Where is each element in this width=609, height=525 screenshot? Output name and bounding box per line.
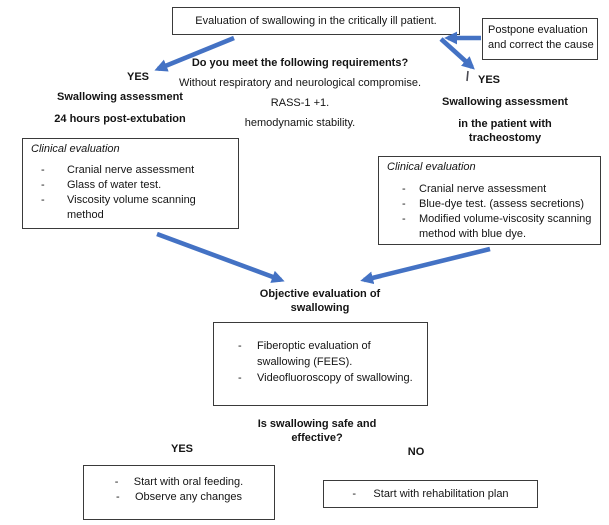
dash-bullet [402,212,411,227]
list-item: Fiberoptic evaluation of [238,338,427,354]
decision-yes-label: YES [170,443,193,455]
requirements-line2: RASS-1 +1. [270,97,330,109]
dash-bullet [115,475,124,490]
objective-heading: Objective evaluation of swallowing [229,287,411,315]
dash-bullet [352,487,361,502]
no-outcome-box: Start with rehabilitation plan [323,480,538,508]
left-heading-line2: 24 hours post-extubation [54,113,186,125]
dash-bullet [41,163,50,178]
dash-bullet [41,208,50,223]
right-heading-line3: tracheostomy [468,132,542,144]
postpone-line2: and correct the cause [488,39,594,51]
arrow-right-clinical-to-objective [360,246,491,285]
list-item: Videofluoroscopy of swallowing. [238,370,427,386]
dash-bullet [238,338,247,354]
decision-no-label: NO [407,446,425,458]
objective-methods-list: Fiberoptic evaluation of swallowing (FEE… [214,323,427,386]
right-heading-line2: in the patient with [458,118,552,130]
decision-question-line1: Is swallowing safe and [257,418,377,430]
requirements-line3: hemodynamic stability. [244,117,356,129]
dash-bullet [238,354,247,370]
left-yes-label: YES [126,71,149,83]
list-item: Cranial nerve assessment [402,182,596,197]
dash-bullet [402,197,411,212]
dash-bullet [41,193,50,208]
arrow-left-clinical-to-objective [156,231,285,283]
dash-bullet [41,178,50,193]
list-item: Start with rehabilitation plan [352,487,508,502]
dash-bullet [402,227,411,242]
left-clinical-title: Clinical evaluation [31,143,120,155]
requirements-line1: Without respiratory and neurological com… [178,77,422,89]
right-yes-label: YES [477,74,500,86]
right-heading-line1: Swallowing assessment [442,96,568,108]
list-item: Glass of water test. [41,178,232,193]
list-item-continuation: method [41,208,232,223]
yes-outcome-list: Start with oral feeding. Observe any cha… [84,466,274,505]
dash-bullet [238,370,247,386]
list-item: Observe any changes [84,490,274,505]
objective-methods-box: Fiberoptic evaluation of swallowing (FEE… [213,322,428,406]
left-clinical-box: Clinical evaluation Cranial nerve assess… [22,138,239,229]
objective-heading-line2: swallowing [290,302,350,314]
decision-question: Is swallowing safe and effective? [217,417,417,445]
postpone-box: Postpone evaluation and correct the caus… [482,18,598,60]
right-clinical-title: Clinical evaluation [387,161,476,173]
list-item: Modified volume-viscosity scanning [402,212,596,227]
dash-bullet [116,490,125,505]
objective-heading-line1: Objective evaluation of [259,288,381,300]
list-item: Cranial nerve assessment [41,163,232,178]
list-item: Viscosity volume scanning [41,193,232,208]
list-item: Blue-dye test. (assess secretions) [402,197,596,212]
requirements-title: Do you meet the following requirements? [191,57,409,69]
dash-bullet [402,182,411,197]
list-item-continuation: swallowing (FEES). [238,354,427,370]
right-clinical-box: Clinical evaluation Cranial nerve assess… [378,156,601,245]
postpone-line1: Postpone evaluation [488,24,588,36]
left-clinical-list: Cranial nerve assessment Glass of water … [31,163,232,223]
yes-outcome-box: Start with oral feeding. Observe any cha… [83,465,275,520]
list-item: Start with oral feeding. [84,475,274,490]
main-evaluation-box: Evaluation of swallowing in the critical… [172,7,460,35]
decision-question-line2: effective? [291,432,343,444]
left-heading-line1: Swallowing assessment [57,91,183,103]
right-clinical-list: Cranial nerve assessment Blue-dye test. … [387,182,596,242]
requirements-block: Do you meet the following requirements? … [150,57,450,137]
list-item-continuation: method with blue dye. [402,227,596,242]
main-evaluation-text: Evaluation of swallowing in the critical… [195,15,437,27]
